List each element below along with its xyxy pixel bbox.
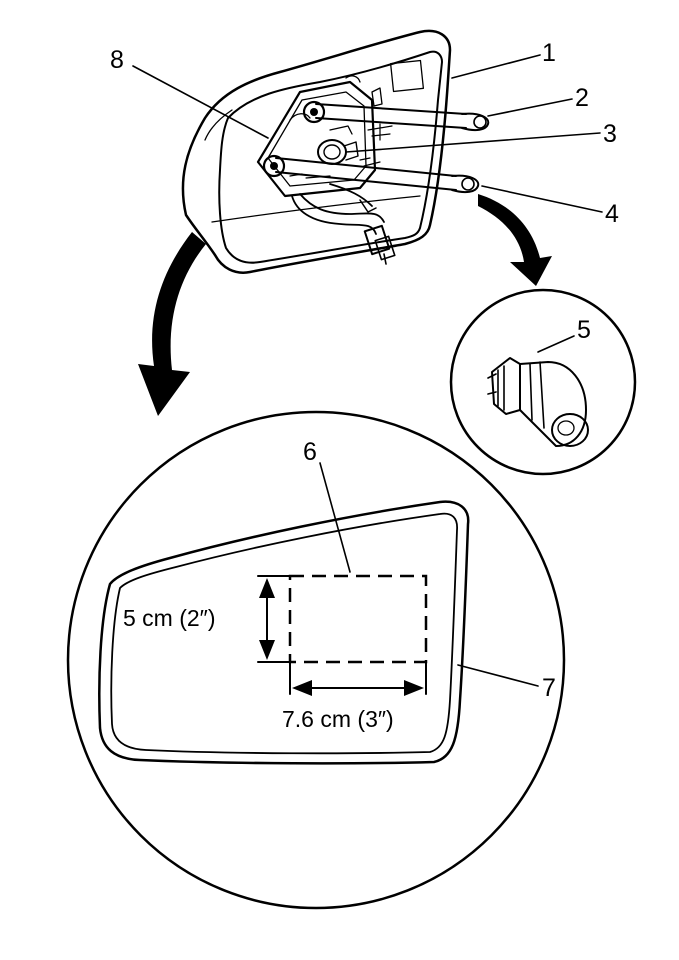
callout-3: 3 — [603, 120, 617, 148]
callout-8: 8 — [110, 46, 124, 74]
wiring-harness — [291, 183, 396, 265]
callout-5: 5 — [577, 316, 591, 344]
mirror-glass-outer — [98, 500, 470, 765]
cutout-area-dashed — [288, 574, 428, 664]
electrical-connector — [363, 224, 396, 265]
arrow-to-bulb-detail — [478, 194, 552, 286]
leader-2 — [487, 98, 573, 117]
leader-1 — [451, 54, 541, 79]
height-dimension-label: 5 cm (2″) — [123, 605, 215, 631]
bulb-detail-view — [449, 288, 637, 476]
leader-5 — [537, 335, 575, 353]
bulb-detail-circle — [449, 288, 637, 476]
callout-6: 6 — [303, 438, 317, 466]
mirror-housing-assembly — [181, 29, 490, 274]
leader-7 — [457, 664, 539, 687]
height-dimension: 5 cm (2″) — [123, 575, 291, 663]
leader-8 — [132, 65, 269, 139]
pointer-arrows — [138, 194, 552, 416]
callout-leaders — [132, 54, 603, 687]
bulb — [487, 357, 589, 447]
callout-1: 1 — [542, 39, 556, 67]
leader-3 — [345, 132, 601, 153]
width-dimension-label: 7.6 cm (3″) — [282, 706, 394, 732]
callout-7: 7 — [542, 674, 556, 702]
glass-detail-view: 5 cm (2″) 7.6 cm (3″) — [66, 410, 566, 910]
leader-4 — [481, 185, 603, 213]
lower-actuator-arm — [262, 154, 480, 194]
mirror-glass-inner — [110, 512, 458, 755]
callout-4: 4 — [605, 200, 619, 228]
leader-6 — [319, 462, 351, 573]
backing-plate — [256, 80, 377, 198]
callout-2: 2 — [575, 84, 589, 112]
upper-actuator-arm — [302, 100, 490, 132]
width-dimension: 7.6 cm (3″) — [282, 661, 427, 732]
callout-labels: 1 2 3 4 5 6 7 8 — [110, 39, 619, 702]
glass-detail-circle — [66, 410, 566, 910]
arrow-to-glass-detail — [138, 232, 206, 416]
